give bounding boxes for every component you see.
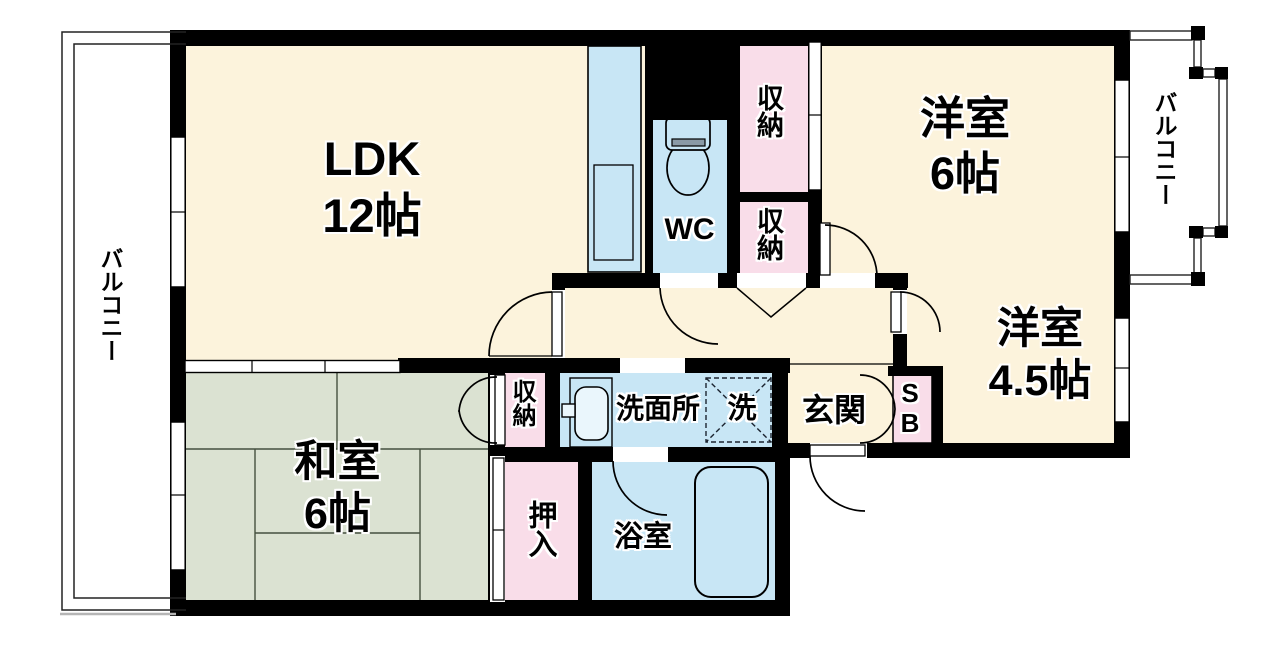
storage-mid-name: 収納 bbox=[753, 207, 783, 261]
sliding-door-storage-top bbox=[808, 41, 822, 191]
bathroom-name: 浴室 bbox=[613, 521, 672, 553]
wall-storage-washroom bbox=[545, 373, 560, 453]
entrance-door-leaf bbox=[809, 444, 866, 457]
shoe-box-name: SB bbox=[895, 378, 925, 438]
closet-floor bbox=[505, 458, 578, 600]
storage-mid-folding-doors bbox=[736, 287, 807, 318]
ldk-door-leaf bbox=[551, 291, 563, 357]
bathtub bbox=[694, 466, 769, 598]
wall-hall-top bbox=[552, 273, 908, 288]
japanese-room-6-size: 6帖 bbox=[304, 490, 371, 539]
storage-top-name: 収納 bbox=[753, 84, 783, 138]
wall-between-storages bbox=[735, 192, 808, 202]
storage-small-floor bbox=[505, 373, 545, 447]
wall-bottom bbox=[175, 600, 790, 616]
western-room-45-label: 洋室 4.5帖 bbox=[925, 303, 1155, 408]
bathroom-label: 浴室 bbox=[598, 520, 688, 555]
sliding-door-ldk-japanese bbox=[184, 359, 401, 374]
wall-bottom-right bbox=[790, 443, 1130, 458]
entrance-name: 玄関 bbox=[801, 392, 866, 428]
western6-door-arc bbox=[824, 224, 878, 278]
wc-door-arc bbox=[659, 287, 719, 345]
balcony-right-label: バルコニー bbox=[1151, 91, 1177, 206]
western45-door-leaf bbox=[890, 291, 902, 333]
wall-closet-bath bbox=[578, 453, 592, 616]
balcony-left-name: バルコニー bbox=[97, 247, 123, 362]
closet-name: 押入 bbox=[524, 500, 556, 558]
ldk-size: 12帖 bbox=[322, 189, 422, 243]
kitchen-counter bbox=[587, 45, 642, 273]
shoebox-door-arc-top bbox=[859, 374, 896, 410]
storage-small-door-arc-bottom bbox=[458, 409, 498, 444]
shoe-box-label: SB bbox=[895, 378, 925, 438]
storage-small-door-leaf bbox=[494, 374, 506, 446]
western-room-45-size: 4.5帖 bbox=[988, 357, 1092, 406]
wall-shoebox-right bbox=[932, 366, 943, 443]
western45-door-arc bbox=[899, 291, 941, 333]
kitchen-sink bbox=[593, 164, 634, 261]
storage-small-door-arc-top bbox=[458, 376, 498, 413]
wc-label: WC bbox=[652, 212, 727, 249]
balcony-right-outline bbox=[1129, 26, 1228, 286]
wall-entrance-left bbox=[772, 362, 788, 458]
wall-wc-left bbox=[645, 118, 653, 283]
toilet-lid bbox=[671, 138, 706, 147]
window-western45-right bbox=[1114, 317, 1130, 423]
storage-small-name: 収納 bbox=[508, 379, 535, 427]
bathroom-door-arc bbox=[612, 460, 668, 516]
washbasin bbox=[561, 377, 613, 448]
washing-machine bbox=[705, 377, 772, 443]
ldk-name: LDK bbox=[323, 132, 421, 185]
storage-small-label: 収納 bbox=[508, 379, 535, 427]
ldk-label: LDK 12帖 bbox=[262, 130, 482, 245]
ldk-door-arc bbox=[488, 291, 553, 357]
wc-name: WC bbox=[664, 213, 715, 246]
wall-hall-bottom bbox=[398, 358, 790, 373]
pipe-shaft bbox=[645, 30, 735, 120]
storage-top-label: 収納 bbox=[753, 84, 783, 138]
tatami-lines bbox=[186, 373, 488, 600]
doors bbox=[458, 222, 941, 601]
balcony-right-name: バルコニー bbox=[1151, 91, 1177, 206]
western-room-45-name: 洋室 bbox=[997, 305, 1083, 353]
balcony-left-outline bbox=[60, 31, 186, 616]
western-room-6-label: 洋室 6帖 bbox=[855, 92, 1075, 202]
washer-label: 洗 bbox=[724, 392, 760, 427]
window-japanese-left bbox=[170, 421, 186, 571]
japanese-room-6-name: 和室 bbox=[294, 438, 381, 486]
western-room-6-size: 6帖 bbox=[929, 147, 1001, 199]
wall-shoebox-top bbox=[888, 366, 943, 376]
exterior-cutout bbox=[790, 458, 1114, 600]
washroom-name: 洗面所 bbox=[615, 393, 700, 424]
western6-door-leaf bbox=[819, 222, 831, 276]
entrance-door-arc bbox=[809, 455, 866, 512]
balcony-left-label: バルコニー bbox=[97, 247, 123, 362]
storage-top-floor bbox=[740, 46, 808, 192]
western-room-6-name: 洋室 bbox=[919, 93, 1010, 144]
washer-name: 洗 bbox=[727, 393, 757, 425]
japanese-room-6-label: 和室 6帖 bbox=[230, 436, 445, 541]
windows bbox=[170, 41, 1130, 571]
washroom-label: 洗面所 bbox=[603, 392, 713, 426]
closet-sliding-door bbox=[492, 457, 505, 601]
wall-bath-right bbox=[775, 443, 790, 616]
storage-mid-label: 収納 bbox=[753, 207, 783, 261]
window-western6-right bbox=[1114, 79, 1130, 233]
storage-mid-floor bbox=[740, 202, 808, 273]
entrance-label: 玄関 bbox=[793, 391, 875, 430]
wall-wc-right bbox=[727, 30, 740, 283]
closet-label: 押入 bbox=[524, 500, 556, 558]
shoebox-door-arc-bottom bbox=[859, 408, 896, 444]
